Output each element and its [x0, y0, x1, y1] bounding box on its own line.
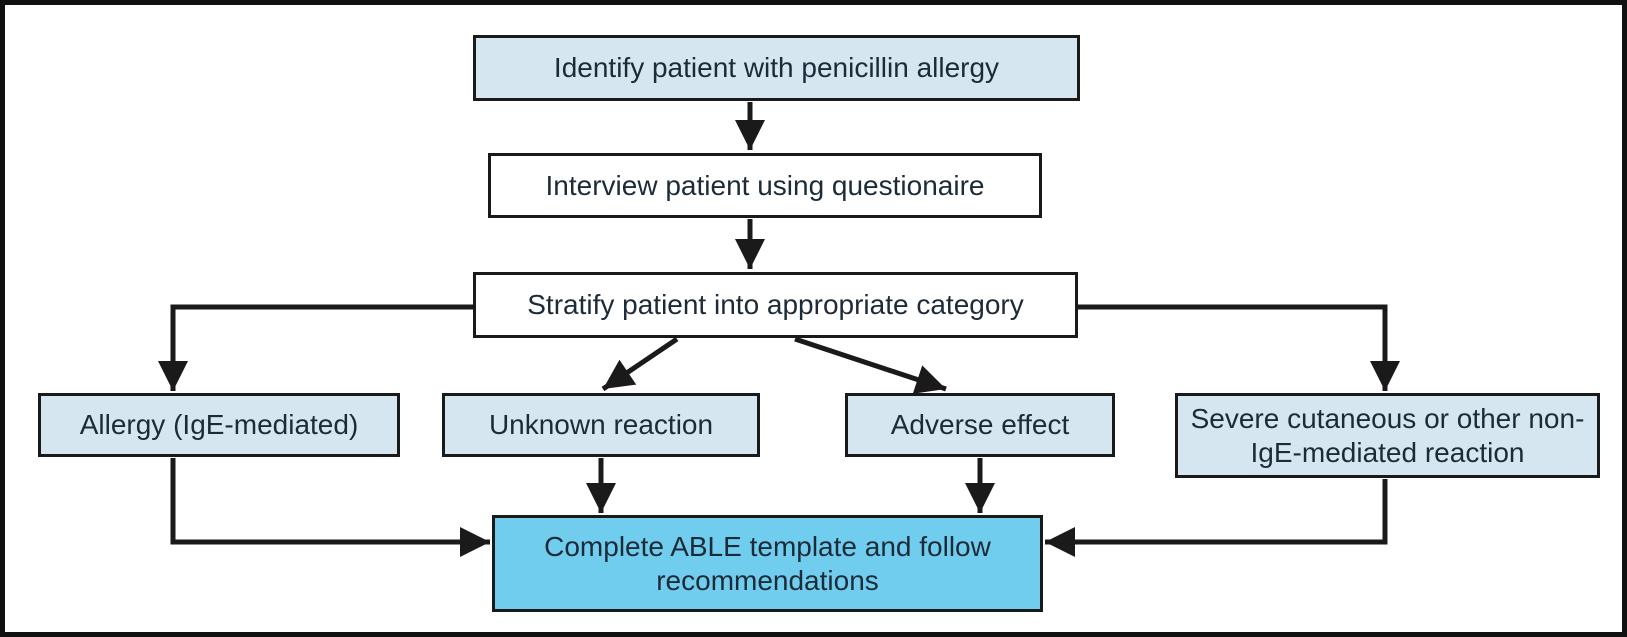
node-identify-patient-label: Identify patient with penicillin allergy — [553, 52, 1000, 84]
node-complete-able-template-label: Complete ABLE template and follow recomm… — [544, 531, 991, 596]
node-severe-cutaneous: Severe cutaneous or other non-IgE-mediat… — [1175, 393, 1600, 478]
edge-severe-to-complete — [1045, 479, 1388, 557]
node-stratify-patient-label: Stratify patient into appropriate catego… — [527, 289, 1024, 321]
node-unknown-reaction-label: Unknown reaction — [488, 409, 714, 441]
node-unknown-reaction: Unknown reaction — [442, 393, 760, 457]
node-severe-cutaneous-label: Severe cutaneous or other non-IgE-mediat… — [1190, 403, 1585, 468]
node-identify-patient: Identify patient with penicillin allergy — [473, 35, 1080, 101]
edge-stratify-to-allergy — [158, 304, 475, 391]
node-adverse-effect-label: Adverse effect — [890, 409, 1070, 441]
node-stratify-patient: Stratify patient into appropriate catego… — [473, 272, 1078, 338]
node-complete-able-template: Complete ABLE template and follow recomm… — [492, 515, 1043, 612]
edge-allergy-to-complete — [170, 458, 490, 557]
edge-stratify-to-severe — [1076, 304, 1400, 391]
node-allergy-ige-mediated-label: Allergy (IgE-mediated) — [79, 409, 359, 441]
node-allergy-ige-mediated: Allergy (IgE-mediated) — [38, 393, 400, 457]
node-interview-patient: Interview patient using questionaire — [488, 153, 1042, 218]
edge-stratify-to-adverse — [794, 336, 947, 394]
node-interview-patient-label: Interview patient using questionaire — [545, 169, 985, 201]
edge-stratify-to-unknown — [601, 336, 679, 392]
node-adverse-effect: Adverse effect — [845, 393, 1115, 457]
